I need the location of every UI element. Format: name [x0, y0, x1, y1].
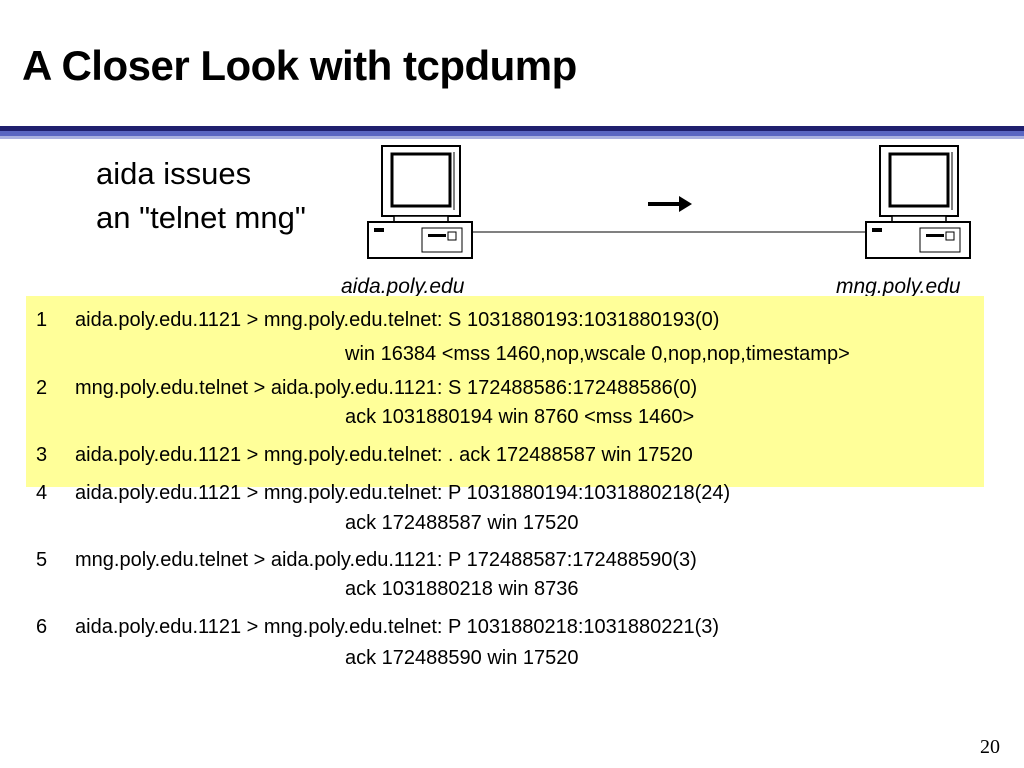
dest-host-label: mng.poly.edu [836, 275, 961, 298]
log-entry-number: 6 [36, 616, 48, 638]
log-entry-continuation-text: ack 1031880194 win 8760 <mss 1460> [345, 406, 695, 428]
handshake-highlight [26, 296, 984, 487]
log-entry-text: mng.poly.edu.telnet > aida.poly.edu.1121… [75, 377, 698, 399]
computer-icon [865, 145, 971, 259]
log-entry-continuation-text: ack 172488587 win 17520 [345, 512, 579, 534]
log-entry-number: 1 [36, 309, 48, 331]
page-number: 20 [980, 736, 1000, 758]
log-entry-continuation-text: ack 1031880218 win 8736 [345, 578, 579, 600]
log-entry-text: aida.poly.edu.1121 > mng.poly.edu.telnet… [75, 482, 731, 504]
caption: aida issues an "telnet mng" [96, 152, 306, 240]
title-rule-light [0, 136, 1024, 139]
title-rule-navy [0, 126, 1024, 131]
log-entry-text: mng.poly.edu.telnet > aida.poly.edu.1121… [75, 549, 697, 571]
log-entry-number: 5 [36, 549, 48, 571]
caption-line-2: an "telnet mng" [96, 200, 306, 235]
log-entry-text: aida.poly.edu.1121 > mng.poly.edu.telnet… [75, 444, 693, 466]
computer-icon [367, 145, 473, 259]
log-entry-continuation-text: ack 172488590 win 17520 [345, 647, 579, 669]
log-entry-number: 3 [36, 444, 48, 466]
title-rule-blue [0, 131, 1024, 136]
log-entry-continuation-text: win 16384 <mss 1460,nop,wscale 0,nop,nop… [345, 343, 850, 365]
log-entry-number: 2 [36, 377, 48, 399]
log-entry-number: 4 [36, 482, 48, 504]
title-rule [0, 126, 1024, 140]
slide-title: A Closer Look with tcpdump [22, 42, 577, 89]
log-entry-text: aida.poly.edu.1121 > mng.poly.edu.telnet… [75, 309, 720, 331]
source-host-label: aida.poly.edu [341, 275, 465, 298]
network-diagram [367, 145, 971, 259]
caption-line-1: aida issues [96, 156, 252, 191]
arrow-right-icon [648, 196, 692, 212]
log-entry-text: aida.poly.edu.1121 > mng.poly.edu.telnet… [75, 616, 720, 638]
